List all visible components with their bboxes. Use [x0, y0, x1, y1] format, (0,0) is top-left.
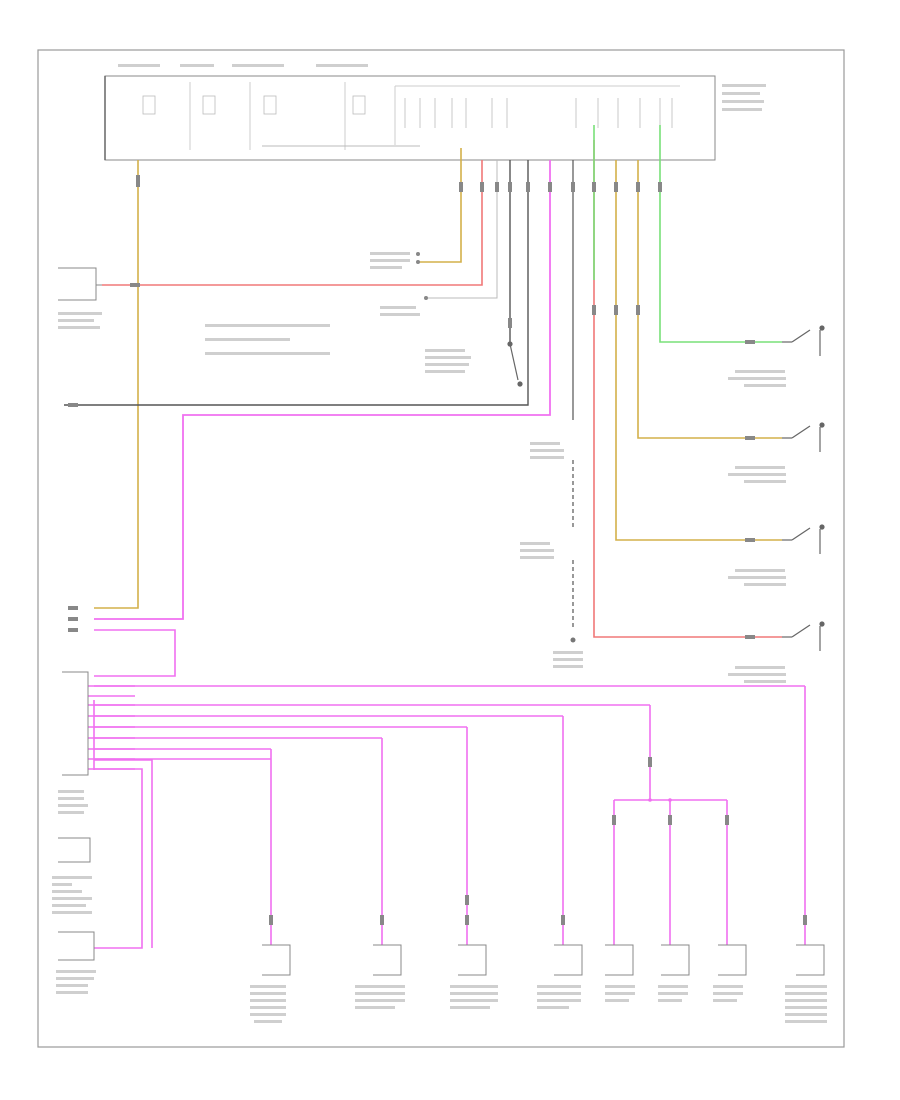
- wire-pink-stubs: [88, 685, 135, 770]
- door-switch-lr: [782, 621, 825, 651]
- door-switch-lf: [782, 524, 825, 554]
- bottom-component-c7: [718, 944, 747, 976]
- wire-red-sensor: [102, 160, 483, 286]
- connector-marks: [68, 175, 807, 925]
- bottom-component-c3: [458, 944, 487, 976]
- bottom-component-c8: [796, 944, 825, 976]
- door-switch-rr: [782, 325, 825, 356]
- bottom-component-c2: [373, 944, 402, 976]
- wire-yellow-main: [94, 160, 139, 609]
- left-component-1: [58, 837, 91, 863]
- ground-point: [570, 637, 576, 643]
- wire-black-ground: [64, 160, 529, 406]
- small-connector: [416, 252, 428, 300]
- junction-dots: [648, 798, 672, 802]
- bottom-component-c6: [661, 944, 690, 976]
- wire-pink-bus-left: [94, 629, 805, 949]
- wire-yellow-door-lf: [615, 160, 782, 541]
- wire-yellow-door-rf: [637, 160, 782, 439]
- pressure-switch: [507, 341, 523, 387]
- wire-red-door: [593, 140, 782, 638]
- body-control-module: [104, 75, 716, 161]
- diagram-frame: [37, 49, 845, 1048]
- wire-green-door-rr: [659, 125, 782, 343]
- left-connector-block: [62, 671, 89, 776]
- left-component-2: [58, 931, 95, 961]
- wire-pink-main: [94, 160, 551, 620]
- bottom-component-c4: [554, 944, 583, 976]
- wire-yellow-short: [418, 148, 462, 263]
- label-marks: [52, 64, 827, 1023]
- bottom-component-c5: [605, 944, 634, 976]
- door-switch-rf: [782, 422, 825, 452]
- wire-pink-drops: [93, 686, 806, 945]
- bottom-component-c1: [262, 944, 291, 976]
- wire-gray-thin: [428, 160, 498, 299]
- left-sensor-component: [58, 267, 102, 301]
